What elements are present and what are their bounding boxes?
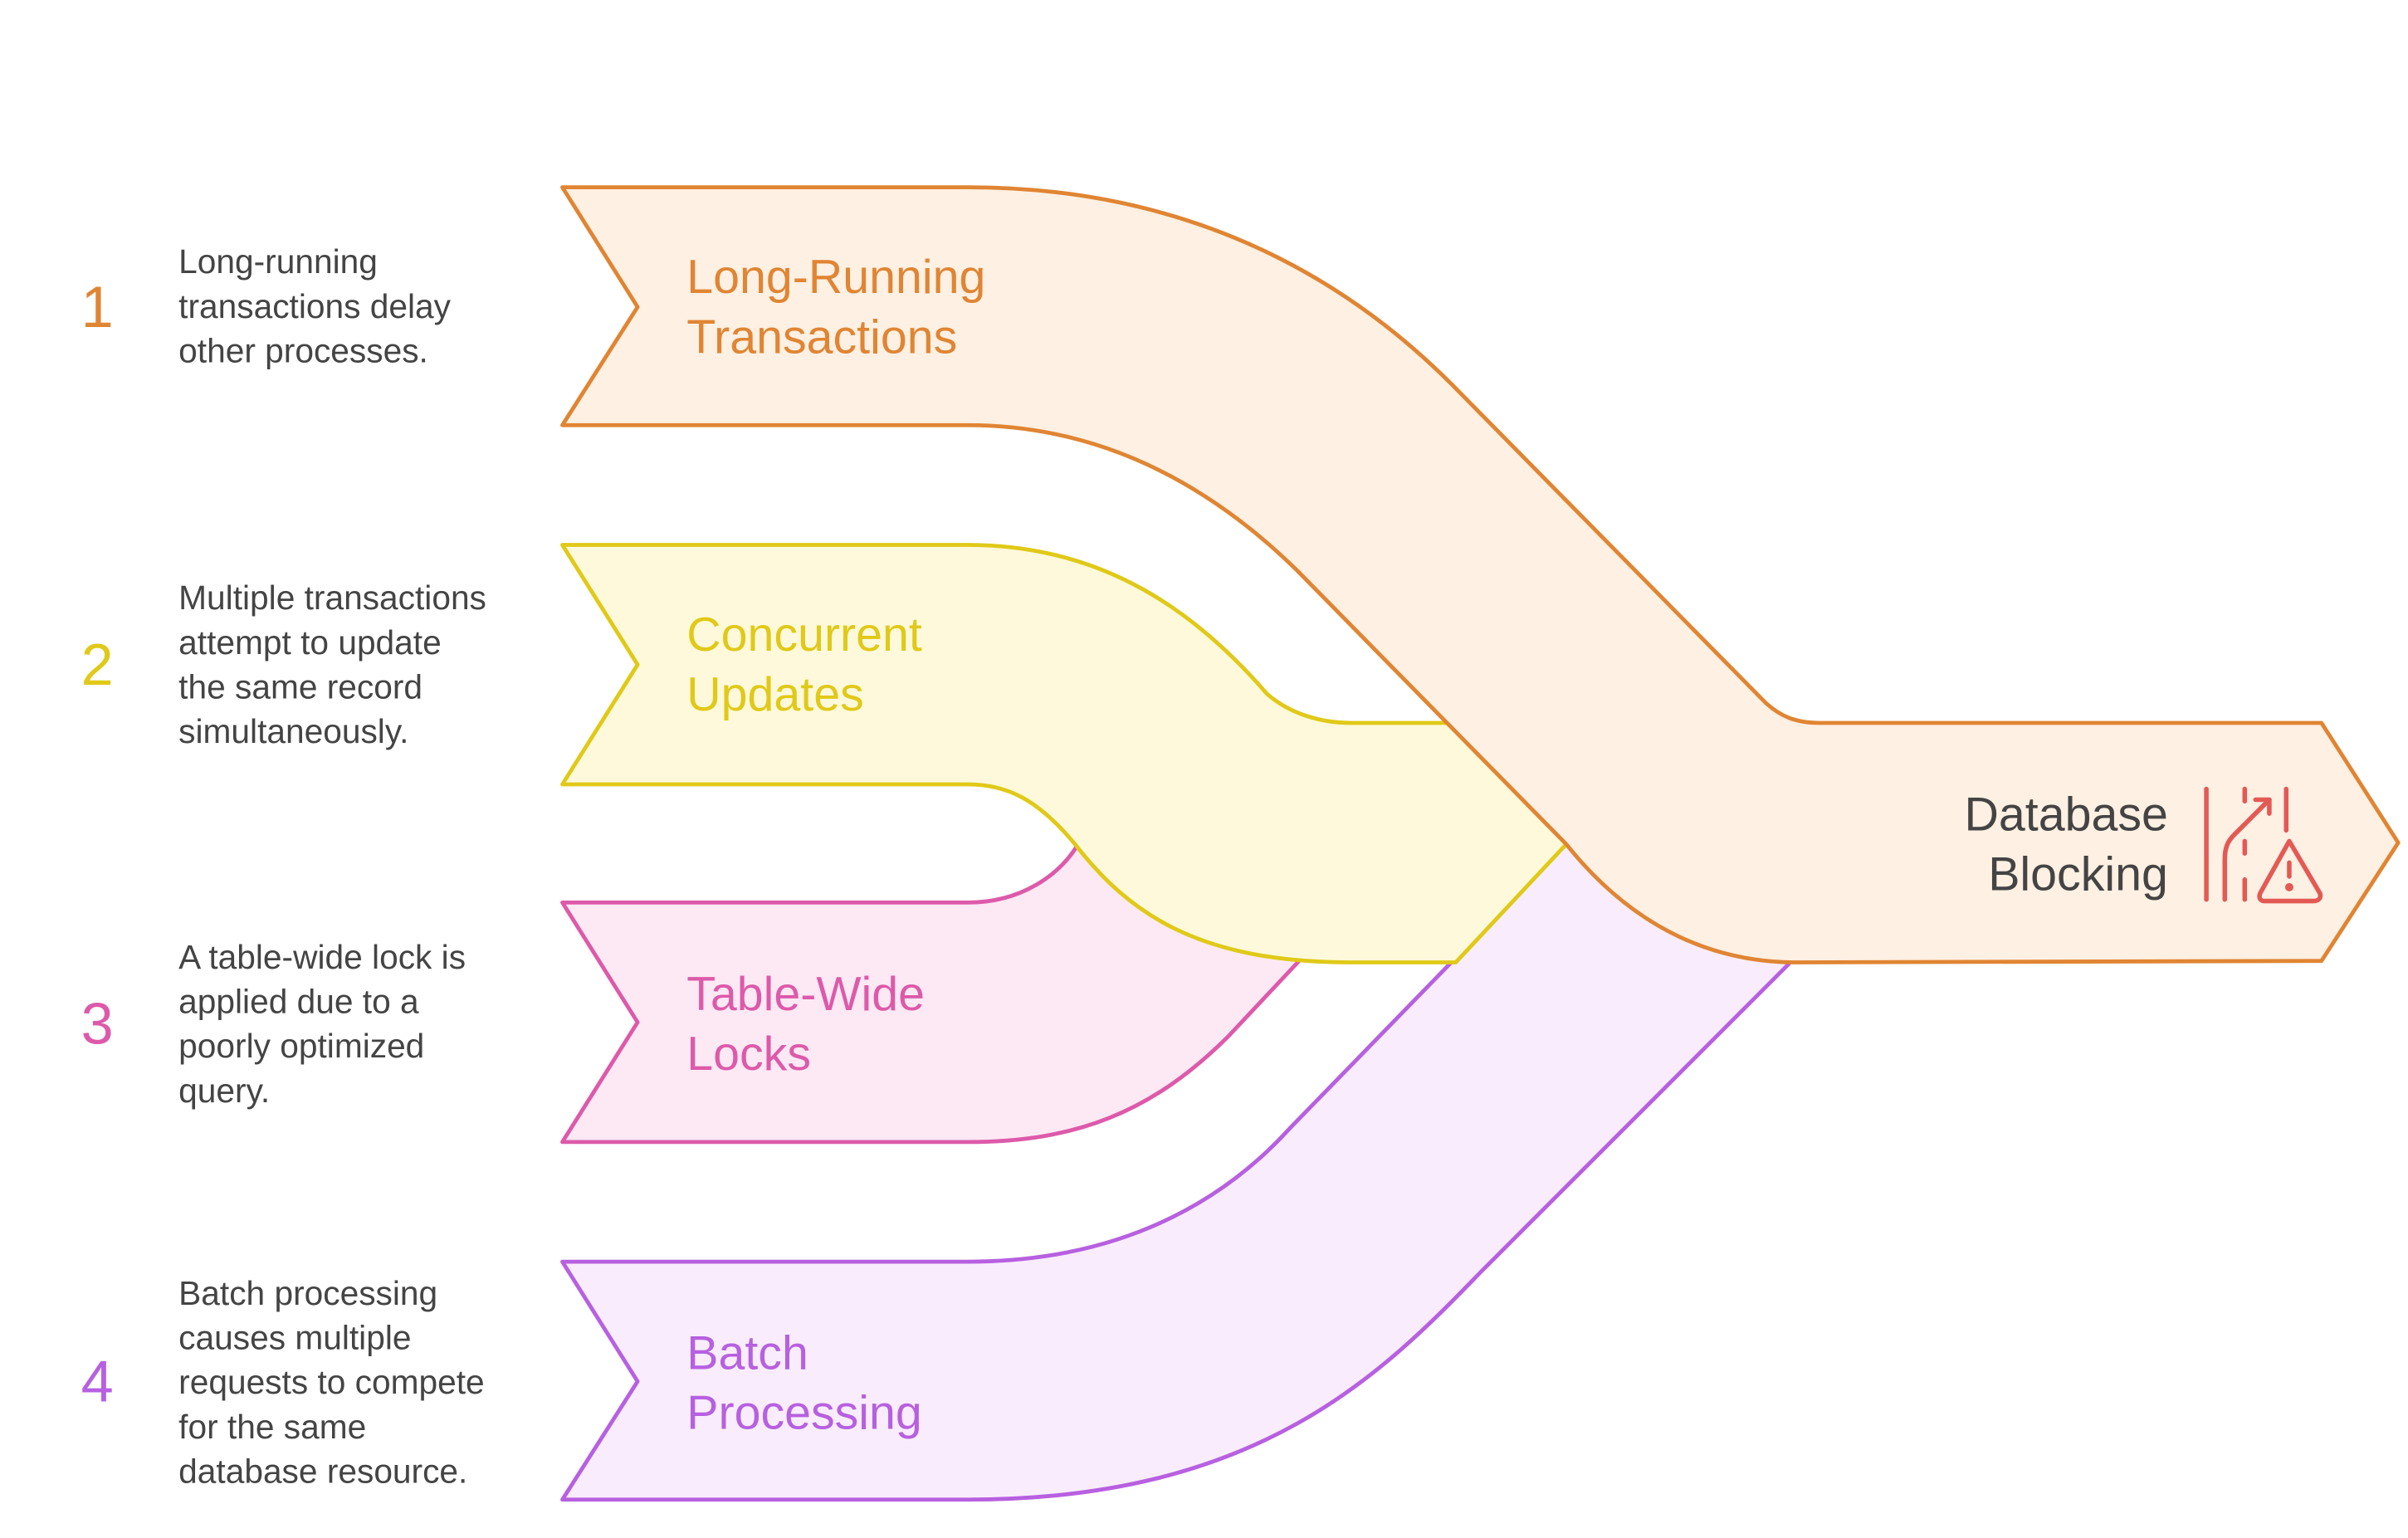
title-line: Processing: [686, 1387, 922, 1440]
cause-description-1: Long-running transactions delay other pr…: [178, 242, 451, 369]
description-line: other processes.: [178, 331, 428, 369]
cause-title-1: Long-Running Transactions: [686, 251, 985, 364]
description-line: for the same: [178, 1408, 366, 1446]
cause-description-4: Batch processing causes multiple request…: [178, 1274, 485, 1491]
cause-title-2: Concurrent Updates: [686, 608, 922, 721]
cause-title-3: Table-Wide Locks: [686, 968, 925, 1081]
description-line: transactions delay: [178, 287, 451, 325]
description-line: poorly optimized: [178, 1027, 424, 1065]
description-line: attempt to update: [178, 623, 442, 662]
cause-description-2: Multiple transactions attempt to update …: [178, 579, 486, 750]
description-line: A table-wide lock is: [178, 938, 466, 976]
description-line: requests to compete: [178, 1363, 485, 1401]
ribbon-long-running-transactions: [560, 185, 2401, 964]
cause-title-4: Batch Processing: [686, 1327, 922, 1440]
target-title-line: Database: [1965, 788, 2168, 841]
title-line: Table-Wide: [686, 968, 925, 1021]
cause-number-1: 1: [81, 274, 114, 339]
cause-number-4: 4: [81, 1348, 114, 1413]
ribbon-concurrent-updates: [560, 543, 1569, 964]
title-line: Locks: [686, 1028, 811, 1081]
cause-number-2: 2: [81, 632, 114, 697]
description-line: query.: [178, 1072, 270, 1110]
description-line: applied due to a: [178, 983, 419, 1021]
cause-numbers: 1 2 3 4: [81, 274, 114, 1414]
description-line: the same record: [178, 667, 422, 706]
description-line: causes multiple: [178, 1319, 411, 1357]
road-merge-warning-icon: [2204, 786, 2323, 904]
cause-description-3: A table-wide lock is applied due to a po…: [178, 938, 466, 1110]
ribbon-batch-processing: [560, 842, 1791, 1502]
description-line: Batch processing: [178, 1274, 437, 1312]
title-line: Batch: [686, 1327, 808, 1380]
cause-number-3: 3: [81, 991, 114, 1057]
ribbon-table-wide-locks: [560, 842, 1302, 1145]
title-line: Transactions: [686, 310, 957, 364]
title-line: Long-Running: [686, 251, 985, 304]
description-line: Long-running: [178, 242, 378, 281]
target-label: Database Blocking: [1965, 788, 2168, 901]
title-line: Concurrent: [686, 608, 922, 662]
description-line: Multiple transactions: [178, 579, 486, 617]
description-line: database resource.: [178, 1452, 467, 1490]
description-line: simultaneously.: [178, 712, 408, 750]
title-line: Updates: [686, 668, 863, 721]
target-title-line: Blocking: [1988, 848, 2168, 901]
